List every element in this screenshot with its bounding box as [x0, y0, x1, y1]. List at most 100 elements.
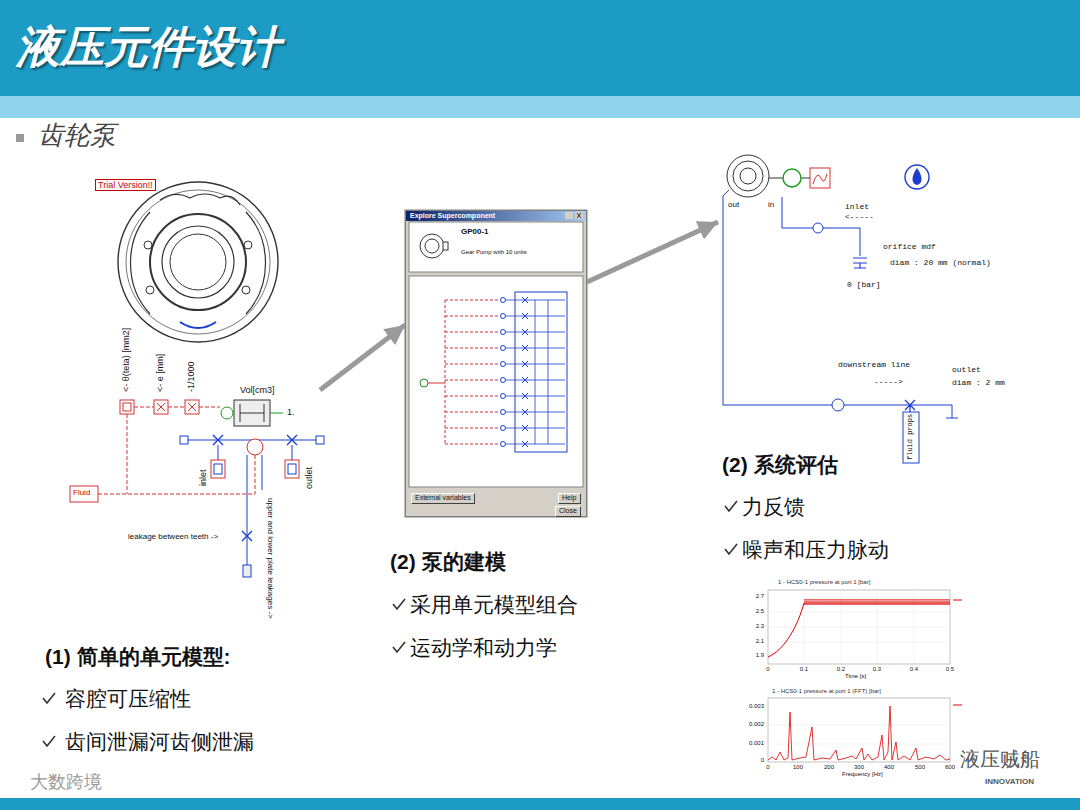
button-label: Close	[559, 507, 577, 515]
dialog-artwork	[443, 242, 448, 250]
dialog-artwork	[428, 383, 445, 384]
signal-line	[98, 414, 255, 494]
dialog-button: External variables	[411, 493, 475, 504]
signal-blocks	[120, 400, 134, 414]
signal-blocks	[185, 400, 199, 414]
fft-chart	[768, 706, 950, 760]
axis-tick: 200	[819, 764, 839, 771]
axis-tick: 400	[879, 764, 899, 771]
gear-pump-section	[146, 286, 154, 294]
axis-tick: 0.1	[794, 666, 814, 673]
header-banner	[0, 96, 1080, 118]
system-schematic	[740, 168, 756, 184]
axis-tick: 0.3	[867, 666, 887, 673]
gear-pump-section	[118, 182, 278, 342]
axis-tick: 300	[849, 764, 869, 771]
axis-tick: 500	[910, 764, 930, 771]
check-mark	[43, 736, 55, 746]
dialog-button: Close	[555, 506, 581, 517]
dialog-artwork	[577, 213, 581, 218]
system-schematic	[853, 258, 867, 268]
logo-text: INNOVATION	[985, 777, 1034, 786]
leakage-label: upper and lower plate leakages ->	[266, 498, 275, 619]
axis-title: Time [s]	[845, 673, 866, 680]
component-description: Gear Pump with 10 units	[461, 249, 527, 256]
system-schematic	[813, 174, 827, 184]
dialog-artwork	[425, 239, 439, 253]
system-schematic	[832, 399, 844, 411]
check-mark	[725, 501, 737, 511]
hydraulic-line	[287, 435, 297, 445]
axis-tick: 0	[744, 757, 764, 764]
gear-pump-section	[244, 241, 252, 249]
hydraulic-line	[285, 460, 299, 478]
system-schematic	[727, 155, 769, 197]
signal-line	[98, 407, 255, 494]
volume-chamber	[234, 400, 270, 426]
gear-pump-section	[144, 241, 152, 249]
signal-blocks	[188, 403, 196, 411]
volume-chamber	[270, 413, 283, 414]
bullet-item: 力反馈	[742, 495, 805, 519]
signal-blocks	[157, 403, 165, 411]
axis-title: Frequency [Hz]	[842, 771, 883, 778]
caption-heading: (1) 简单的单元模型:	[45, 645, 231, 669]
fft-chart	[768, 725, 950, 744]
system-schematic	[810, 168, 830, 188]
button-label: Help	[562, 494, 576, 502]
dialog-artwork	[501, 346, 506, 351]
axis-tick: 0.5	[940, 666, 960, 673]
fft-chart	[953, 705, 962, 706]
gear-pump-section	[170, 234, 226, 290]
hydraulic-line	[211, 460, 225, 478]
flow-arrow-text: ----->	[874, 377, 903, 386]
dialog-artwork	[565, 212, 573, 219]
signal-blocks	[70, 400, 199, 502]
gear-pump-section	[126, 190, 270, 334]
dialog-artwork	[501, 394, 506, 399]
flow-arrow-text: <-----	[845, 212, 874, 221]
fft-chart	[768, 698, 950, 762]
axis-tick: 0	[758, 666, 778, 673]
axis-tick: 2.1	[744, 638, 764, 645]
pressure-chart	[953, 600, 962, 601]
panel-region: (1) 简单的单元模型:容腔可压缩性齿间泄漏河齿侧泄漏	[35, 175, 320, 765]
hydraulic-line	[247, 455, 262, 565]
chart-title: 1 - HCS0-1 pressure at port 1 [bar]	[778, 579, 870, 586]
gain-label: -1/1000	[186, 361, 196, 392]
dialog-artwork	[409, 276, 583, 487]
check-mark	[393, 599, 405, 609]
chart-title: 1 - HCS0-1 pressure at port 1 (FFT) [bar…	[772, 688, 881, 695]
pressure-chart	[768, 590, 950, 664]
header-banner	[0, 0, 1080, 96]
signal-label: <- e [mm]	[155, 354, 165, 392]
axis-tick: 0.001	[744, 740, 764, 747]
component-label: orifice mdf	[883, 242, 936, 251]
line-label: inlet	[845, 202, 869, 211]
dialog-artwork	[515, 292, 567, 452]
dialog-artwork	[575, 212, 583, 219]
signal-blocks	[123, 403, 131, 411]
dialog-artwork	[501, 362, 506, 367]
system-schematic	[905, 165, 929, 189]
axis-tick: 0.003	[744, 703, 764, 710]
dialog-artwork	[501, 298, 506, 447]
port-label: outlet	[304, 467, 314, 489]
line-label: downstream line	[838, 360, 910, 369]
dialog-artwork	[501, 410, 506, 415]
leakage-label: leakage between teeth ->	[128, 532, 218, 541]
flow-arrow	[320, 325, 405, 390]
system-schematic	[783, 169, 801, 187]
check-mark	[725, 544, 737, 554]
bullet-item: 采用单元模型组合	[410, 593, 578, 617]
section-heading: 齿轮泵	[38, 121, 116, 151]
system-schematic	[905, 400, 915, 412]
dialog-artwork	[405, 210, 587, 517]
hydraulic-line	[243, 565, 251, 577]
dialog-artwork	[501, 426, 506, 431]
caption-heading: (2) 泵的建模	[390, 550, 506, 574]
component-name: GP00-1	[461, 227, 489, 236]
dialog-button: Help	[558, 493, 581, 504]
panel-region: (2) 泵的建模采用单元模型组合运动学和动力学Explore Supercomp…	[385, 205, 600, 670]
dialog-artwork	[501, 378, 506, 383]
